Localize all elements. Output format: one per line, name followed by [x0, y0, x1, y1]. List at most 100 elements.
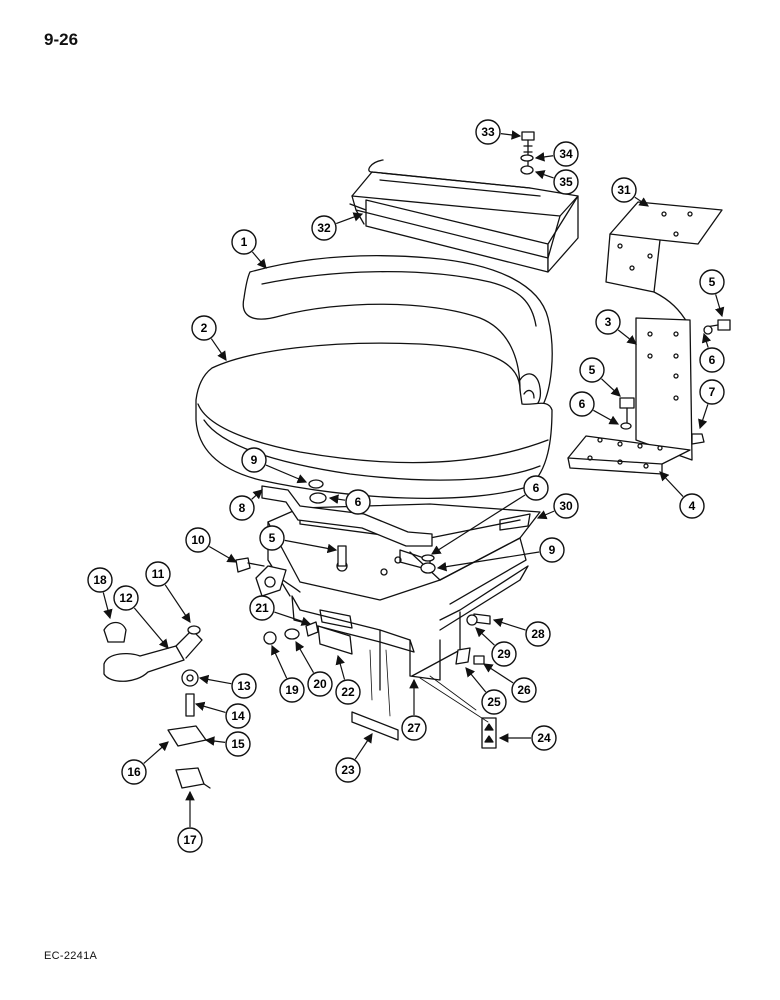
callout-circle [553, 169, 579, 195]
nut-35 [520, 165, 534, 175]
callout-leader [715, 294, 725, 318]
nut-6-right [703, 325, 713, 335]
callout-circle [177, 827, 203, 853]
callout-circle [553, 141, 579, 167]
callout-number: 8 [239, 501, 246, 515]
bushing-20 [284, 628, 300, 640]
callout-leader [354, 733, 373, 760]
callout-leader [634, 196, 649, 207]
callout-leader [194, 701, 226, 714]
callout-21: 21 [249, 595, 312, 626]
callout-circle [595, 309, 621, 335]
callout-number: 3 [605, 315, 612, 329]
callout-6c: 6 [328, 489, 371, 515]
callout-9a: 9 [241, 447, 308, 484]
callout-circle [231, 229, 257, 255]
callout-leader [265, 464, 308, 484]
washer-29 [466, 614, 478, 626]
latch-22 [317, 625, 353, 655]
callout-leader [295, 640, 315, 674]
callout-circle [311, 215, 337, 241]
callout-20: 20 [295, 640, 333, 697]
callout-number: 17 [183, 833, 197, 847]
callout-circle [475, 119, 501, 145]
callout-leader [198, 674, 232, 685]
callout-number: 7 [709, 385, 716, 399]
callout-22: 22 [335, 654, 361, 705]
callout-number: 28 [531, 627, 545, 641]
callout-number: 34 [559, 147, 573, 161]
washer-6-right [421, 554, 435, 562]
callout-leader [335, 654, 346, 680]
callout-circle [259, 525, 285, 551]
callout-circle [225, 703, 251, 729]
callout-18: 18 [87, 567, 113, 620]
callout-circle [229, 495, 255, 521]
callout-number: 9 [549, 543, 556, 557]
figure-code: EC-2241A [44, 950, 98, 962]
callout-leader [701, 332, 712, 348]
knob-11 [187, 625, 201, 635]
callout-33: 33 [475, 119, 522, 145]
callout-number: 5 [589, 363, 596, 377]
callout-5a: 5 [699, 269, 725, 318]
callout-leader [274, 611, 312, 626]
callout-number: 11 [152, 567, 165, 581]
callout-4: 4 [659, 471, 705, 519]
mounting-bracket-upper [605, 201, 723, 325]
callout-circle [335, 757, 361, 783]
callout-circle [401, 715, 427, 741]
callout-6b: 6 [569, 391, 620, 425]
callout-circle [579, 357, 605, 383]
callout-leader [143, 741, 169, 764]
washer-34 [520, 154, 534, 162]
callout-leader [698, 404, 709, 430]
callout-circle [491, 641, 517, 667]
callout-circle [679, 493, 705, 519]
storage-box [349, 159, 579, 273]
screw-7 [691, 433, 705, 445]
callout-leader [208, 545, 238, 563]
callout-number: 23 [341, 763, 355, 777]
callout-number: 14 [231, 709, 245, 723]
callout-number: 1 [241, 235, 248, 249]
callout-11: 11 [145, 561, 191, 623]
callout-circle [699, 347, 725, 373]
callout-16: 16 [121, 741, 169, 785]
callout-number: 4 [689, 499, 696, 513]
callout-number: 25 [487, 695, 501, 709]
callout-12: 12 [113, 585, 169, 649]
callout-number: 22 [341, 685, 355, 699]
callout-number: 15 [231, 737, 245, 751]
callout-circle [699, 379, 725, 405]
callout-circle [335, 679, 361, 705]
mounting-bracket-4 [567, 435, 691, 475]
bolt-5-lower [337, 545, 347, 567]
screw-19 [263, 631, 277, 645]
callout-7: 7 [698, 379, 725, 430]
callout-23: 23 [335, 733, 373, 783]
seat-cushion [195, 342, 553, 499]
callout-circle [249, 595, 275, 621]
callout-leader [534, 170, 554, 180]
callout-number: 30 [559, 499, 573, 513]
callout-leader [133, 607, 169, 649]
adjust-handle-12 [103, 629, 203, 682]
callout-circle [525, 621, 551, 647]
callout-circle [87, 567, 113, 593]
callout-leader [659, 471, 684, 497]
decal-24 [481, 717, 497, 749]
callout-number: 13 [237, 679, 251, 693]
screw-10 [235, 557, 265, 573]
bolt-33 [521, 131, 535, 169]
callout-25: 25 [465, 667, 507, 715]
callout-leader [210, 338, 227, 361]
callout-27: 27 [401, 678, 427, 741]
callout-number: 26 [517, 683, 531, 697]
callout-31: 31 [611, 177, 649, 207]
label-23 [351, 711, 399, 741]
callout-leader [204, 736, 226, 746]
clip-18 [103, 621, 127, 643]
